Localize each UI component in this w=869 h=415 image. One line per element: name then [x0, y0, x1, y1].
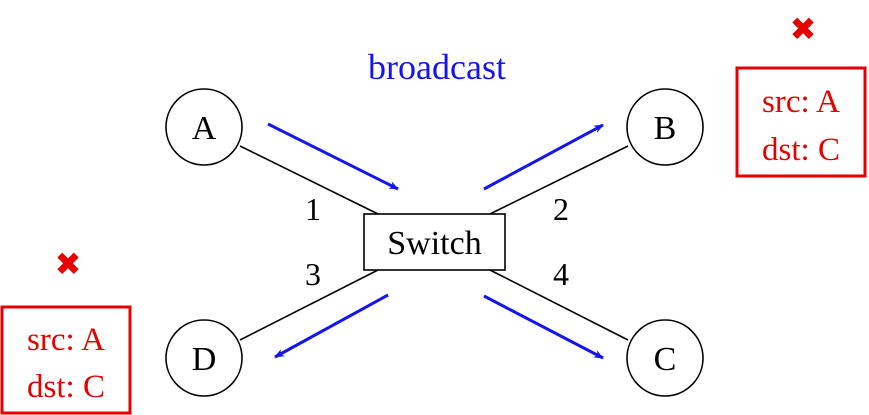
node-d-label: D	[192, 341, 217, 378]
rejected-frame-d: ✖ src: A dst: C	[0, 245, 132, 415]
link-d	[239, 269, 379, 341]
link-c	[489, 269, 629, 341]
link-a	[239, 145, 379, 215]
node-a-label: A	[192, 110, 217, 147]
arrow-switch-to-d	[274, 293, 389, 359]
node-a: A	[165, 88, 243, 166]
arrow-switch-to-c	[483, 294, 604, 360]
frame-d-src: src: A	[27, 322, 105, 358]
reject-mark-d: ✖	[55, 245, 82, 283]
node-d: D	[165, 319, 243, 397]
port-4-label: 4	[553, 256, 569, 292]
rejected-frame-b: ✖ src: A dst: C	[735, 10, 867, 178]
port-1-label: 1	[305, 191, 321, 227]
node-c: C	[626, 319, 704, 397]
port-2-label: 2	[553, 191, 569, 227]
switch-label: Switch	[387, 225, 481, 262]
broadcast-label: broadcast	[368, 47, 506, 87]
reject-mark-b: ✖	[790, 10, 817, 48]
node-c-label: C	[654, 341, 677, 378]
frame-b-dst: dst: C	[762, 132, 840, 168]
frame-d-dst: dst: C	[27, 369, 105, 405]
node-b: B	[626, 88, 704, 166]
frame-b-src: src: A	[762, 84, 840, 120]
node-b-label: B	[654, 110, 677, 147]
arrow-switch-to-b	[483, 123, 604, 191]
port-3-label: 3	[305, 256, 321, 292]
link-b	[489, 145, 629, 215]
switch: Switch	[363, 213, 506, 271]
arrow-a-to-switch	[267, 122, 399, 191]
